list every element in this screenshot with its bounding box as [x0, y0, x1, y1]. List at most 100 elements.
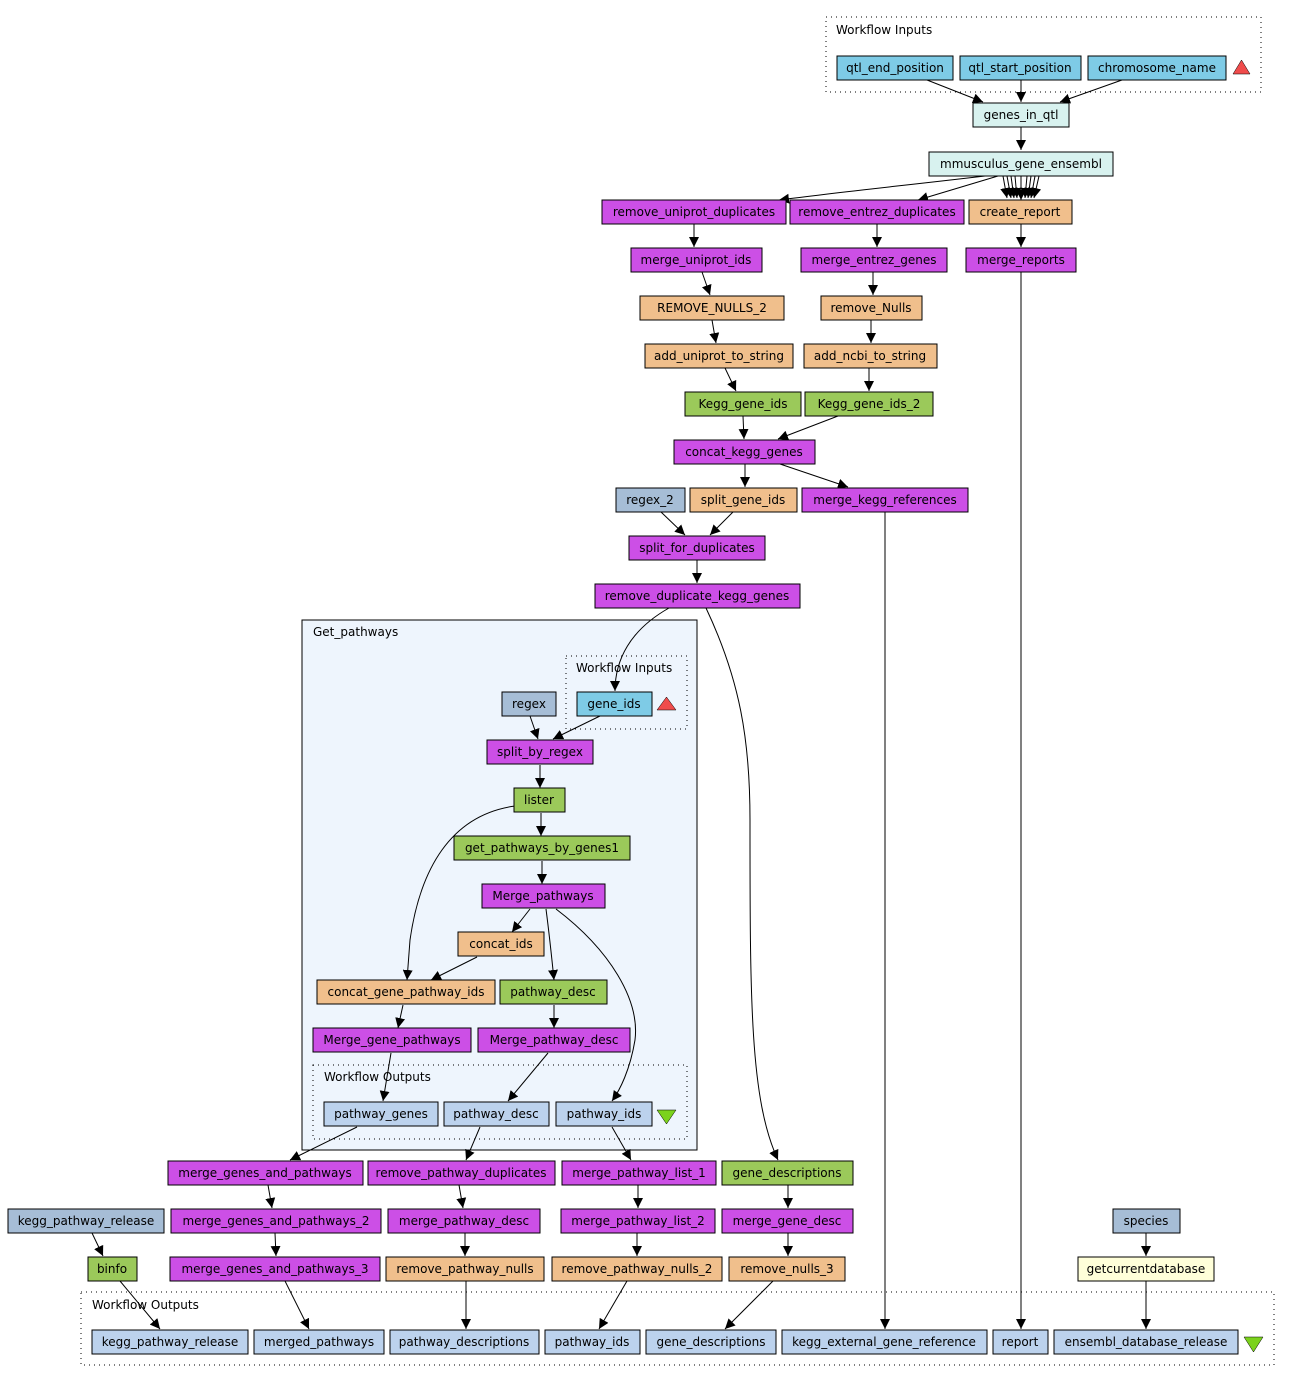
node-mmusculus-gene-ensembl[interactable]: mmusculus_gene_ensembl	[928, 151, 1114, 177]
node-box[interactable]	[481, 883, 606, 909]
node-box[interactable]	[615, 487, 686, 513]
node-box[interactable]	[781, 1329, 988, 1355]
node-box[interactable]	[7, 1208, 165, 1234]
node-remove-pathway-nulls-2[interactable]: remove_pathway_nulls_2	[551, 1256, 723, 1282]
node-genes-in-qtl[interactable]: genes_in_qtl	[972, 102, 1070, 128]
node-box[interactable]	[167, 1160, 364, 1186]
node-box[interactable]	[639, 295, 785, 321]
node-box[interactable]	[513, 787, 566, 813]
node-concat-kegg-genes[interactable]: concat_kegg_genes	[673, 439, 816, 465]
node-merge-genes-and-pathways[interactable]: merge_genes_and_pathways	[167, 1160, 364, 1186]
node-merge-gene-pathways[interactable]: Merge_gene_pathways	[312, 1027, 472, 1053]
node-box[interactable]	[576, 691, 653, 717]
node-remove-duplicate-kegg-genes[interactable]: remove_duplicate_kegg_genes	[594, 583, 801, 609]
node-merge-pathway-list-1[interactable]: merge_pathway_list_1	[561, 1160, 717, 1186]
node-remove-nulls-3[interactable]: remove_nulls_3	[728, 1256, 846, 1282]
node-add-uniprot-to-string[interactable]: add_uniprot_to_string	[644, 343, 794, 369]
node-merge-gene-desc[interactable]: merge_gene_desc	[721, 1208, 854, 1234]
node-box[interactable]	[968, 199, 1073, 225]
node-box[interactable]	[689, 487, 798, 513]
node-box[interactable]	[551, 1256, 723, 1282]
node-out-gene-descriptions[interactable]: gene_descriptions	[645, 1329, 777, 1355]
node-box[interactable]	[628, 535, 766, 561]
node-out-kegg-pathway-release[interactable]: kegg_pathway_release	[91, 1329, 249, 1355]
node-box[interactable]	[367, 1160, 556, 1186]
node-box[interactable]	[803, 343, 938, 369]
node-remove-entrez-duplicates[interactable]: remove_entrez_duplicates	[789, 199, 965, 225]
node-chromosome-name[interactable]: chromosome_name	[1087, 55, 1227, 81]
node-box[interactable]	[499, 979, 608, 1005]
node-out-pathway-genes[interactable]: pathway_genes	[323, 1101, 439, 1127]
node-merge-kegg-references[interactable]: merge_kegg_references	[801, 487, 969, 513]
node-concat-ids[interactable]: concat_ids	[457, 931, 545, 957]
node-qtl-start-position[interactable]: qtl_start_position	[959, 55, 1082, 81]
node-merge-pathway-list-2[interactable]: merge_pathway_list_2	[560, 1208, 716, 1234]
node-merge-pathways[interactable]: Merge_pathways	[481, 883, 606, 909]
node-out-pathway-ids-final[interactable]: pathway_ids	[544, 1329, 641, 1355]
outputs-triangle-icon[interactable]	[1243, 1336, 1264, 1353]
node-merge-pathway-desc[interactable]: merge_pathway_desc	[387, 1208, 541, 1234]
node-out-pathway-descriptions[interactable]: pathway_descriptions	[389, 1329, 540, 1355]
node-box[interactable]	[170, 1208, 382, 1234]
node-box[interactable]	[820, 295, 923, 321]
node-merge-genes-and-pathways-2[interactable]: merge_genes_and_pathways_2	[170, 1208, 382, 1234]
node-binfo[interactable]: binfo	[87, 1256, 138, 1282]
node-box[interactable]	[721, 1208, 854, 1234]
node-split-by-regex[interactable]: split_by_regex	[486, 739, 594, 765]
node-box[interactable]	[87, 1256, 138, 1282]
node-lister[interactable]: lister	[513, 787, 566, 813]
node-box[interactable]	[684, 391, 802, 417]
node-box[interactable]	[501, 691, 557, 717]
inputs-triangle-icon[interactable]	[1232, 59, 1251, 75]
node-box[interactable]	[387, 1208, 541, 1234]
node-concat-gene-pathway-ids[interactable]: concat_gene_pathway_ids	[316, 979, 496, 1005]
node-get-pathways-by-genes1[interactable]: get_pathways_by_genes1	[453, 835, 631, 861]
inner-outputs-triangle-icon[interactable]	[656, 1109, 677, 1125]
node-create-report[interactable]: create_report	[968, 199, 1073, 225]
node-out-merged-pathways[interactable]: merged_pathways	[253, 1329, 385, 1355]
node-box[interactable]	[385, 1256, 545, 1282]
node-box[interactable]	[486, 739, 594, 765]
node-regex-2[interactable]: regex_2	[615, 487, 686, 513]
node-box[interactable]	[804, 391, 934, 417]
node-box[interactable]	[728, 1256, 846, 1282]
node-getcurrentdatabase[interactable]: getcurrentdatabase	[1077, 1256, 1215, 1282]
node-box[interactable]	[594, 583, 801, 609]
node-box[interactable]	[721, 1160, 854, 1186]
node-pathway-desc-proc[interactable]: pathway_desc	[499, 979, 608, 1005]
node-remove-nulls-2[interactable]: REMOVE_NULLS_2	[639, 295, 785, 321]
node-box[interactable]	[1053, 1329, 1239, 1355]
node-remove-pathway-nulls[interactable]: remove_pathway_nulls	[385, 1256, 545, 1282]
node-box[interactable]	[561, 1160, 717, 1186]
node-box[interactable]	[928, 151, 1114, 177]
node-box[interactable]	[972, 102, 1070, 128]
node-box[interactable]	[801, 487, 969, 513]
node-remove-nulls[interactable]: remove_Nulls	[820, 295, 923, 321]
node-remove-uniprot-duplicates[interactable]: remove_uniprot_duplicates	[601, 199, 787, 225]
node-box[interactable]	[673, 439, 816, 465]
node-gene-descriptions-proc[interactable]: gene_descriptions	[721, 1160, 854, 1186]
node-out-kegg-external-gene-reference[interactable]: kegg_external_gene_reference	[781, 1329, 988, 1355]
node-merge-genes-and-pathways-3[interactable]: merge_genes_and_pathways_3	[169, 1256, 381, 1282]
node-add-ncbi-to-string[interactable]: add_ncbi_to_string	[803, 343, 938, 369]
node-species[interactable]: species	[1112, 1208, 1181, 1234]
node-gene-ids[interactable]: gene_ids	[576, 691, 653, 717]
node-kegg-gene-ids[interactable]: Kegg_gene_ids	[684, 391, 802, 417]
node-box[interactable]	[443, 1101, 550, 1127]
node-box[interactable]	[836, 55, 954, 81]
node-box[interactable]	[645, 1329, 777, 1355]
node-remove-pathway-duplicates[interactable]: remove_pathway_duplicates	[367, 1160, 556, 1186]
node-merge-pathway-desc-inner[interactable]: Merge_pathway_desc	[477, 1027, 631, 1053]
node-merge-entrez-genes[interactable]: merge_entrez_genes	[800, 247, 948, 273]
node-regex[interactable]: regex	[501, 691, 557, 717]
node-box[interactable]	[630, 247, 763, 273]
node-box[interactable]	[601, 199, 787, 225]
node-box[interactable]	[312, 1027, 472, 1053]
node-box[interactable]	[1112, 1208, 1181, 1234]
node-kegg-pathway-release[interactable]: kegg_pathway_release	[7, 1208, 165, 1234]
node-box[interactable]	[544, 1329, 641, 1355]
node-box[interactable]	[389, 1329, 540, 1355]
node-box[interactable]	[992, 1329, 1049, 1355]
node-box[interactable]	[323, 1101, 439, 1127]
node-box[interactable]	[644, 343, 794, 369]
